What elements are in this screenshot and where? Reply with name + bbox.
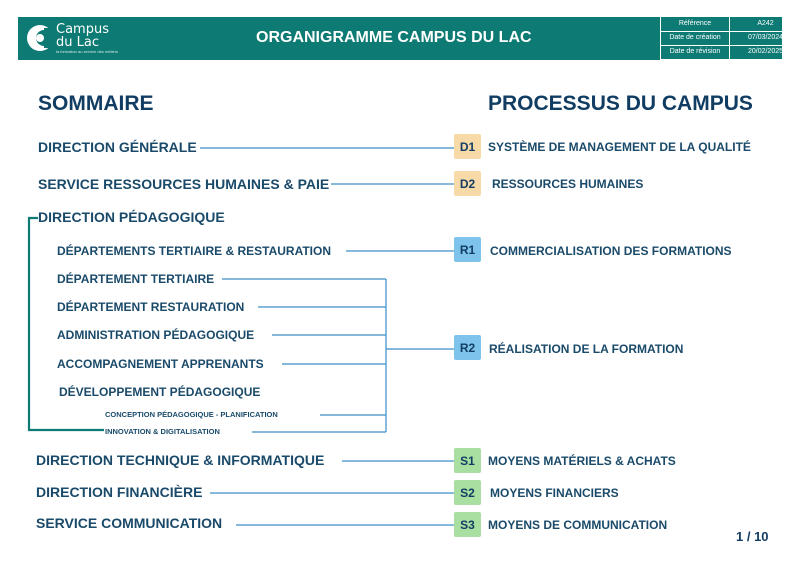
meta-value: 07/03/2024 — [729, 31, 800, 46]
process-label[interactable]: RÉALISATION DE LA FORMATION — [489, 342, 684, 356]
summary-item-ressources-humaines[interactable]: SERVICE RESSOURCES HUMAINES & PAIE — [38, 176, 330, 192]
process-code-badge: R1 — [454, 237, 481, 262]
process-label[interactable]: COMMERCIALISATION DES FORMATIONS — [490, 244, 732, 258]
summary-item-direction-technique[interactable]: DIRECTION TECHNIQUE & INFORMATIQUE — [36, 452, 325, 468]
logo-text-line1: Campus — [56, 22, 109, 37]
logo-tagline: la formation au service des métiers — [56, 49, 119, 54]
processes-title: PROCESSUS DU CAMPUS — [488, 92, 753, 115]
process-code-badge: S2 — [454, 480, 481, 505]
summary-item-conception-pedagogique[interactable]: CONCEPTION PÉDAGOGIQUE - PLANIFICATION — [105, 410, 278, 419]
meta-value: 20/02/2025 — [729, 45, 800, 60]
meta-row-creation-date: Date de création 07/03/2024 — [660, 31, 800, 46]
meta-row-reference: Référence A242 — [660, 17, 800, 32]
process-code-badge: S3 — [454, 512, 481, 537]
meta-key: Date de révision — [660, 45, 729, 60]
process-code-badge: R2 — [454, 335, 481, 360]
process-label[interactable]: RESSOURCES HUMAINES — [492, 177, 644, 191]
summary-item-innovation-digitalisation[interactable]: INNOVATION & DIGITALISATION — [105, 427, 220, 436]
meta-key: Référence — [660, 17, 729, 32]
meta-value: A242 — [729, 17, 800, 32]
logo-mark-icon — [27, 25, 56, 51]
meta-key: Date de création — [660, 31, 729, 46]
meta-row-revision-date: Date de révision 20/02/2025 — [660, 45, 800, 60]
summary-item-direction-pedagogique[interactable]: DIRECTION PÉDAGOGIQUE — [38, 209, 225, 225]
summary-item-accompagnement-apprenants[interactable]: ACCOMPAGNEMENT APPRENANTS — [57, 357, 264, 371]
process-label[interactable]: MOYENS FINANCIERS — [490, 486, 619, 500]
summary-item-administration-pedagogique[interactable]: ADMINISTRATION PÉDAGOGIQUE — [57, 328, 255, 342]
document-header: Campus du Lac la formation au service de… — [18, 17, 800, 60]
summary-item-direction-financiere[interactable]: DIRECTION FINANCIÈRE — [36, 484, 203, 500]
document-title: ORGANIGRAMME CAMPUS DU LAC — [256, 29, 532, 46]
process-code-badge: D1 — [454, 134, 481, 159]
process-label[interactable]: MOYENS DE COMMUNICATION — [488, 518, 668, 532]
summary-title: SOMMAIRE — [38, 92, 154, 115]
summary-item-departements-tertiaire-restauration[interactable]: DÉPARTEMENTS TERTIAIRE & RESTAURATION — [57, 244, 332, 258]
summary-item-developpement-pedagogique[interactable]: DÉVELOPPEMENT PÉDAGOGIQUE — [59, 385, 261, 399]
process-label[interactable]: MOYENS MATÉRIELS & ACHATS — [488, 454, 676, 468]
summary-item-direction-generale[interactable]: DIRECTION GÉNÉRALE — [38, 139, 197, 155]
page-number: 1 / 10 — [736, 529, 769, 544]
process-code-badge: D2 — [454, 171, 481, 196]
summary-item-service-communication[interactable]: SERVICE COMMUNICATION — [36, 515, 223, 531]
summary-item-departement-tertiaire[interactable]: DÉPARTEMENT TERTIAIRE — [57, 272, 215, 286]
process-label[interactable]: SYSTÈME DE MANAGEMENT DE LA QUALITÉ — [488, 140, 751, 154]
process-code-badge: S1 — [454, 448, 481, 473]
campus-logo: Campus du Lac la formation au service de… — [26, 20, 136, 58]
logo-text-line2: du Lac — [56, 35, 99, 50]
summary-item-departement-restauration[interactable]: DÉPARTEMENT RESTAURATION — [57, 300, 245, 314]
